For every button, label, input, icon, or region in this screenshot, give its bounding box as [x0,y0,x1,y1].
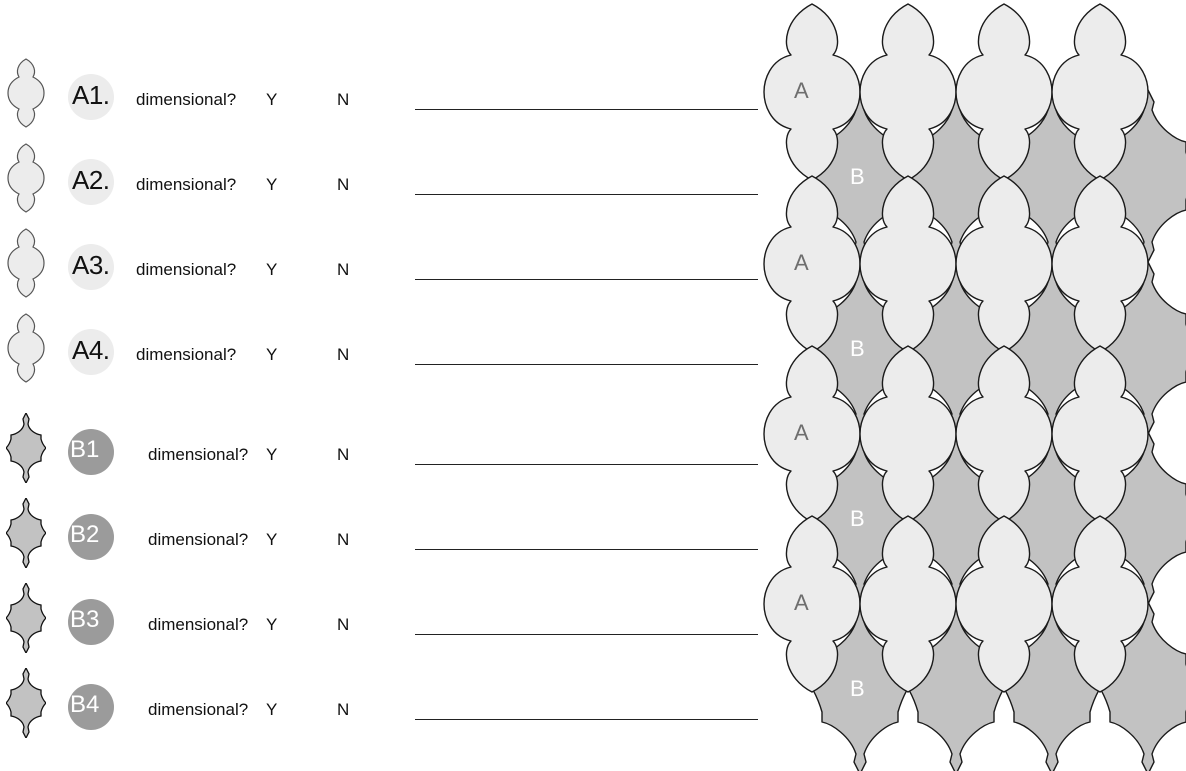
tile-a-label: A [794,420,809,445]
tile-a-label: A [794,590,809,615]
tile-b-label: B [850,676,865,701]
tile-b-label: B [850,336,865,361]
tile-b-label: B [850,164,865,189]
tile-b-label: B [850,506,865,531]
tile-a-label: A [794,250,809,275]
tile-a-label: A [794,78,809,103]
